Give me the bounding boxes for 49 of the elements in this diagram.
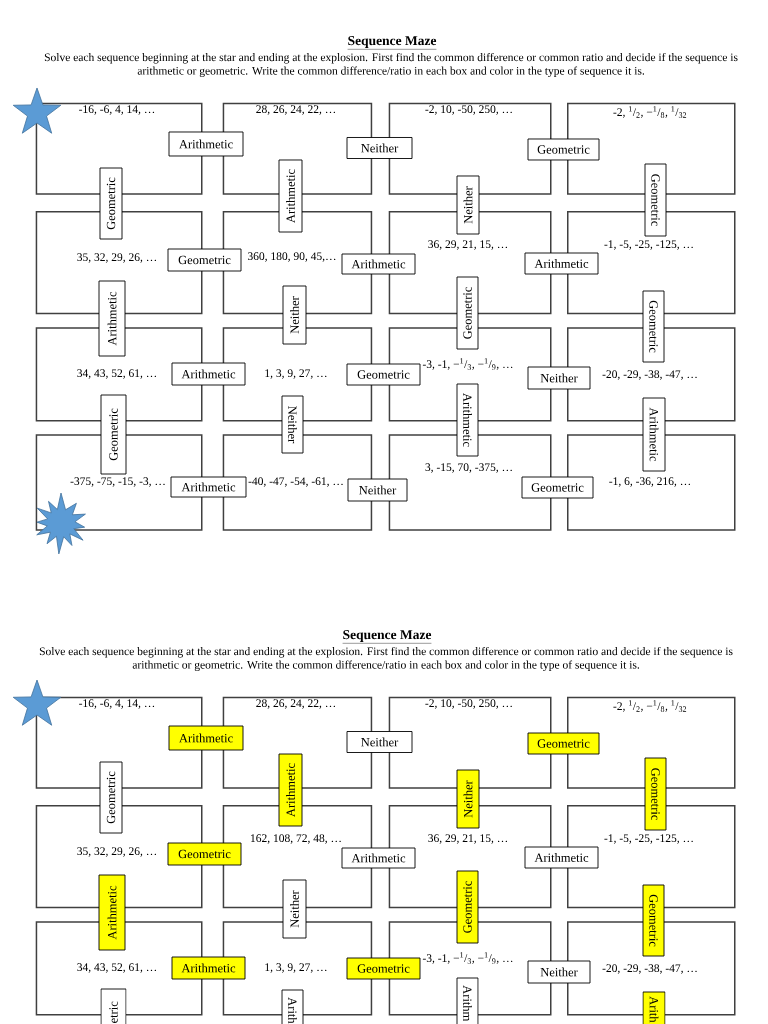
choice-box: Geometric (521, 476, 594, 499)
choice-box: Geometric (642, 290, 665, 363)
choice-box: Neither (346, 731, 413, 753)
title: Sequence Maze (347, 36, 437, 50)
choice-box: Neither (456, 175, 480, 235)
choice-box: Arithmetic (524, 846, 599, 869)
instructions: Solve each sequence beginning at the star and ending at the explosion. First find the common difference or common ratio and decide if the sequence is arithmetic or geometric. Write the common difference/ratio in each box and color in the type of sequence it is. (44, 52, 738, 78)
choice-box: Geometric (456, 870, 479, 944)
choice-box: Geometric (644, 757, 667, 831)
choice-box: Geometric (644, 163, 667, 237)
choice-box: Arithmetic (171, 956, 246, 980)
choice-box: Geometric (527, 732, 600, 755)
choice-box: Geometric (527, 138, 600, 161)
choice-box: Arithm (456, 977, 479, 1024)
choice-box: Geometric (346, 957, 421, 980)
instructions: Solve each sequence beginning at the star and ending at the explosion. First find the common difference or common ratio and decide if the sequence is arithmetic or geometric. Write the common difference/ratio in each box and color in the type of sequence it is. (39, 646, 733, 672)
choice-box: Arithmetic (278, 753, 303, 827)
choice-box: Arithmetic (341, 847, 416, 869)
choice-box: Neither (282, 285, 307, 345)
choice-box: Arithmetic (98, 874, 126, 951)
choice-box: Geometric (100, 394, 127, 475)
choice-box: Arithmetic (642, 397, 666, 472)
choice-box: Neither (347, 478, 408, 502)
choice-box: Arithmetic (98, 280, 126, 357)
choice-box: Neither (281, 395, 304, 454)
choice-box: Geometric (167, 842, 242, 866)
choice-box: Arithmetic (171, 362, 246, 386)
choice-box: etric (100, 988, 127, 1024)
choice-box: Arithmetic (168, 725, 244, 751)
choice-box: Geometric (99, 761, 123, 834)
choice-box: Arith (642, 991, 666, 1024)
choice-box: Neither (527, 366, 591, 390)
choice-box: Arithmetic (456, 383, 479, 457)
choice-box: Arithmetic (278, 159, 303, 233)
choice-box: Arithmetic (524, 252, 599, 275)
choice-box: Neither (527, 960, 591, 984)
choice-box: Geometric (99, 167, 123, 240)
choice-box: Neither (282, 879, 307, 939)
choice-box: Arithmetic (170, 476, 247, 498)
choice-box: Geometric (167, 248, 242, 272)
choice-box: Neither (456, 769, 480, 829)
choice-box: Geometric (642, 884, 665, 957)
choice-box: Neither (346, 137, 413, 159)
choice-box: Arithmetic (168, 131, 244, 157)
choice-box: Geometric (346, 363, 421, 386)
title: Sequence Maze (342, 630, 432, 644)
choice-box: Arith (281, 989, 304, 1024)
choice-box: Arithmetic (341, 253, 416, 275)
choice-box: Geometric (456, 276, 479, 350)
